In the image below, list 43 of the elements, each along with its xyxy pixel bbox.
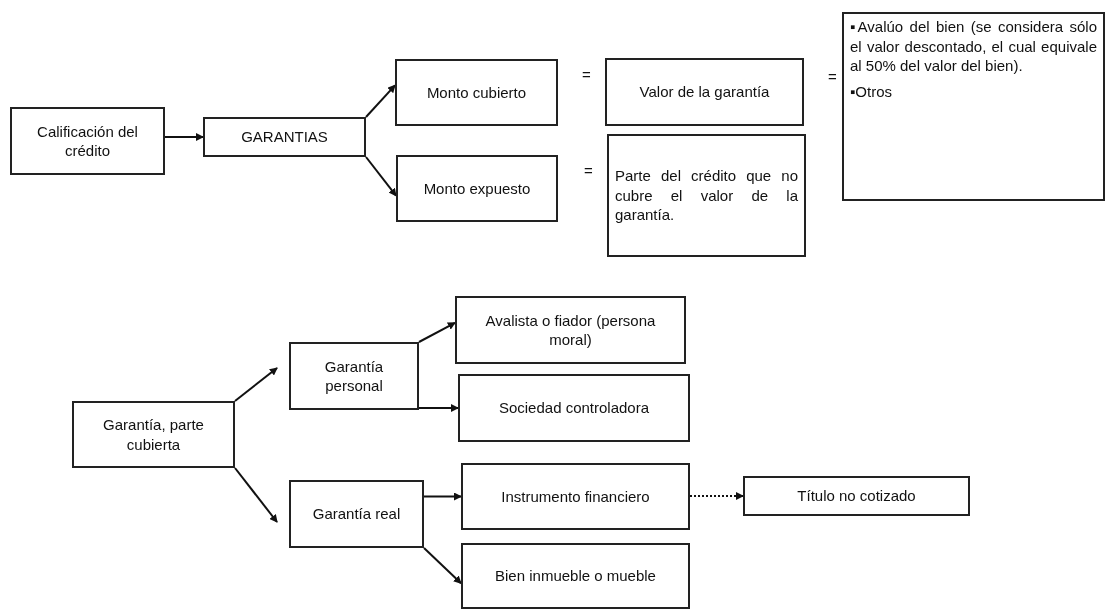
box-text: Parte del crédito que no cubre el valor de la garantía. — [615, 166, 798, 225]
box-text: GARANTIAS — [240, 127, 329, 147]
process-box — [395, 59, 558, 126]
process-box — [10, 107, 165, 175]
process-box — [203, 117, 366, 157]
process-box — [461, 463, 690, 530]
process-box — [461, 543, 690, 609]
process-box — [842, 12, 1105, 201]
arrow — [234, 367, 278, 402]
process-box — [605, 58, 804, 126]
box-text: Bien inmueble o mueble — [494, 566, 657, 586]
equals-sign: = — [828, 68, 837, 85]
process-box — [72, 401, 235, 468]
box-text: Garantía, parte cubierta — [102, 415, 205, 454]
box-text: Valor de la garantía — [638, 82, 771, 102]
process-box — [289, 342, 419, 410]
box-text: Instrumento financiero — [500, 486, 651, 507]
arrow — [423, 492, 462, 501]
box-text: Título no cotizado — [796, 486, 917, 506]
process-box — [743, 476, 970, 516]
arrow — [418, 321, 456, 343]
box-text: ▪Avalúo del bien (se considera sólo el valor descontado, el cual equivale al 50% del valor del bien). — [850, 17, 1097, 76]
process-box — [455, 296, 686, 364]
box-text: ▪Otros — [850, 81, 893, 101]
box-text: Sociedad controladora — [497, 398, 651, 418]
arrow — [234, 467, 278, 523]
arrow — [423, 547, 462, 585]
arrow — [365, 84, 396, 118]
arrow — [164, 133, 204, 141]
box-text: Monto expuesto — [422, 178, 532, 199]
arrow — [418, 404, 459, 412]
equals-sign: = — [584, 162, 593, 179]
process-box — [458, 374, 690, 442]
arrow — [365, 156, 397, 197]
box-text: Calificación del crédito — [36, 121, 139, 161]
box-text: Garantía personal — [323, 356, 385, 396]
equals-sign: = — [582, 66, 591, 83]
box-text: Monto cubierto — [425, 82, 528, 103]
process-box — [289, 480, 424, 548]
box-text: Garantía real — [311, 504, 402, 524]
box-text: Avalista o fiador (persona moral) — [484, 310, 657, 350]
process-box — [607, 134, 806, 257]
process-box — [396, 155, 558, 222]
